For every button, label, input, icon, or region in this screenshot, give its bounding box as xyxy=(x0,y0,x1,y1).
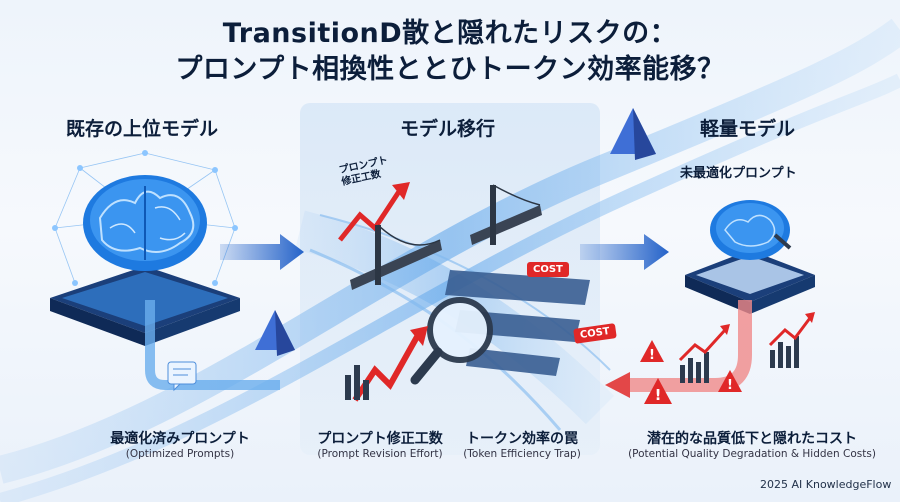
bar-chart-icon xyxy=(345,365,369,400)
label-token-trap-main: トークン効率の罠 xyxy=(466,431,578,447)
right-note: 未最適化プロンプト xyxy=(680,166,797,181)
footer-credit: 2025 AI KnowledgeFlow xyxy=(760,478,892,491)
warning-icon: ! xyxy=(640,340,664,363)
label-token-trap-sub: (Token Efficiency Trap) xyxy=(463,448,581,460)
svg-text:!: ! xyxy=(655,386,662,404)
right-model-illustration xyxy=(685,200,815,314)
optimized-prompt-flow xyxy=(145,300,295,392)
label-optimized-prompts-sub: (Optimized Prompts) xyxy=(125,448,235,460)
broken-bridge-illustration xyxy=(338,182,590,402)
section-title-left: 既存の上位モデル xyxy=(66,118,219,140)
pyramid-icon xyxy=(610,108,656,160)
label-optimized-prompts: 最適化済みプロンプト (Optimized Prompts) xyxy=(85,428,275,460)
cost-tag-1: COST xyxy=(527,262,569,277)
svg-text:!: ! xyxy=(649,348,655,363)
left-model-illustration xyxy=(50,150,240,346)
warning-icon: ! xyxy=(644,378,672,404)
arrow-right-1 xyxy=(220,234,304,270)
brain-icon xyxy=(710,200,792,260)
label-prompt-revision-main: プロンプト修正工数 xyxy=(317,431,443,447)
bridge-icon xyxy=(350,184,542,290)
magnifier-icon xyxy=(410,297,493,385)
right-degradation-flow: ! ! ! xyxy=(605,300,815,404)
page-title-line2: プロンプト相換性ととひトークン効率能移？ xyxy=(175,54,725,85)
brain-icon xyxy=(83,175,207,271)
section-title-right: 軽量モデル xyxy=(700,118,796,140)
right-pyramid xyxy=(610,108,656,160)
section-title-center: モデル移行 xyxy=(400,118,496,140)
page-title-line1: TransitionD散と隠れたリスクの： xyxy=(222,18,678,49)
label-optimized-prompts-main: 最適化済みプロンプト xyxy=(110,431,250,447)
warning-icon: ! xyxy=(718,370,742,393)
svg-text:!: ! xyxy=(727,378,733,393)
bar-chart-icon xyxy=(680,336,799,383)
label-quality-degradation-sub: (Potential Quality Degradation & Hidden … xyxy=(628,448,876,460)
label-prompt-revision: プロンプト修正工数 (Prompt Revision Effort) xyxy=(300,428,460,460)
chat-icon xyxy=(167,361,197,392)
pyramid-icon xyxy=(255,310,295,356)
label-prompt-revision-sub: (Prompt Revision Effort) xyxy=(317,448,443,460)
arrow-right-2 xyxy=(580,234,669,270)
label-quality-degradation: 潜在的な品質低下と隠れたコスト (Potential Quality Degra… xyxy=(612,428,892,460)
label-quality-degradation-main: 潜在的な品質低下と隠れたコスト xyxy=(647,431,857,447)
label-token-trap: トークン効率の罠 (Token Efficiency Trap) xyxy=(452,428,592,460)
